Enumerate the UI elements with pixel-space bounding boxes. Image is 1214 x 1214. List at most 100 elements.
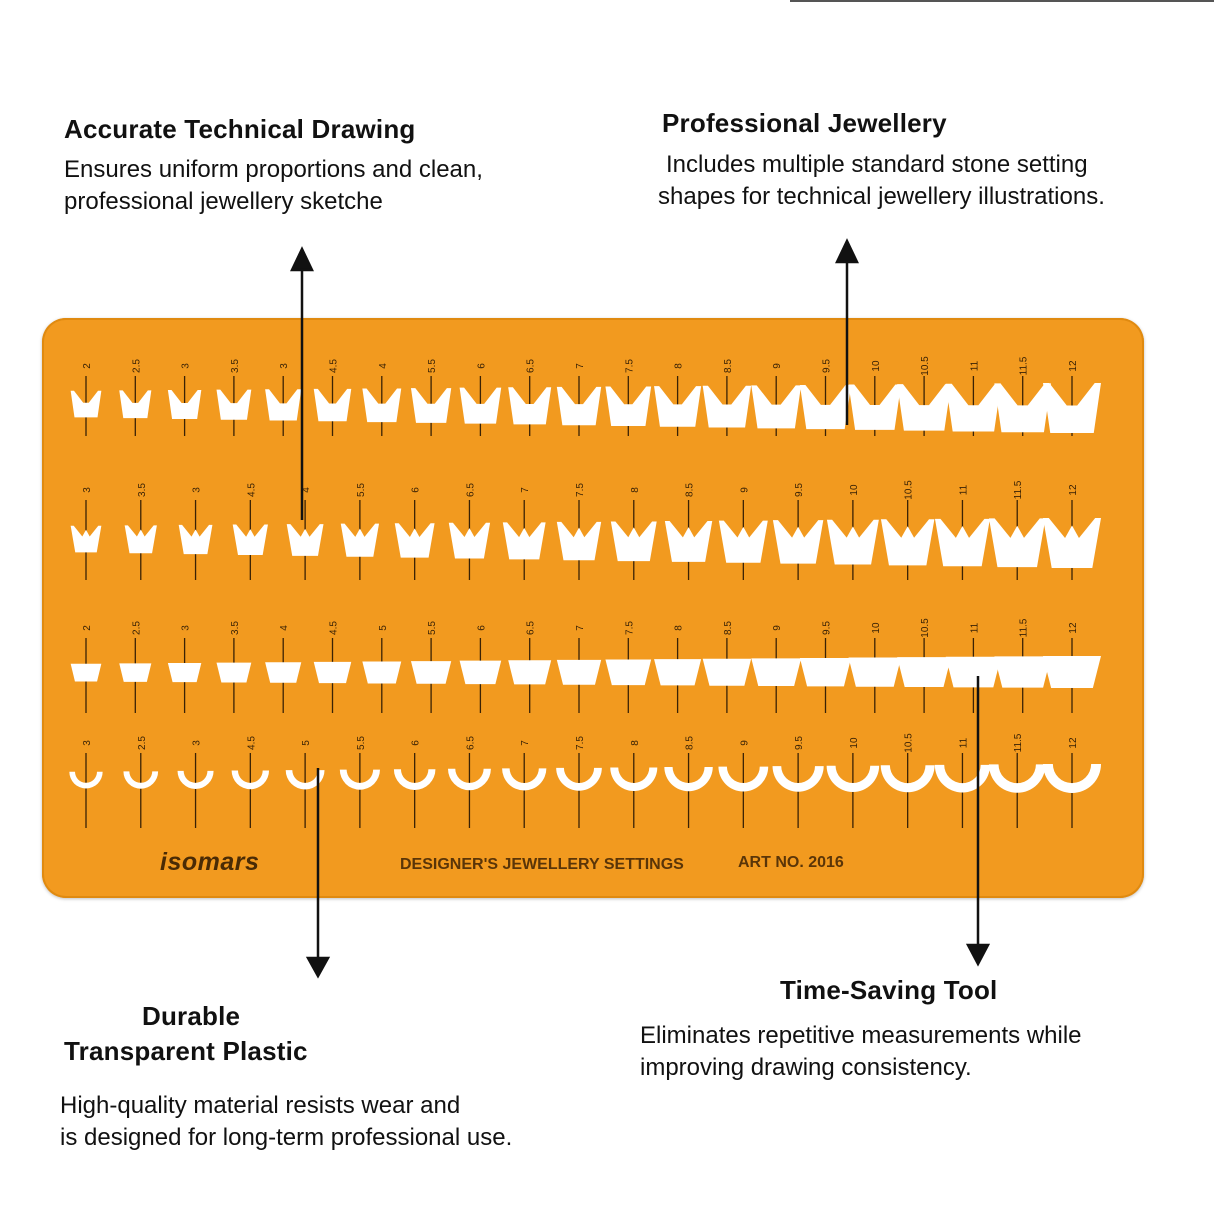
template-cutout	[70, 376, 102, 436]
template-cutout	[654, 638, 702, 713]
template-cutout	[119, 376, 152, 436]
template-cutout	[393, 753, 436, 828]
size-label: 9	[772, 625, 783, 631]
template-cutout	[556, 376, 602, 436]
size-label: 5.5	[427, 621, 438, 635]
template-cutout	[848, 376, 902, 436]
template-cutout	[988, 500, 1046, 580]
size-label: 7	[520, 740, 531, 746]
size-label: 7.5	[624, 621, 635, 635]
template-cutout	[394, 500, 435, 580]
arrowhead-down-icon	[305, 956, 331, 979]
feature-body-line: Includes multiple standard stone setting	[666, 151, 1088, 178]
size-label: 9	[739, 487, 750, 493]
template-cutout	[216, 376, 252, 436]
template-cutout	[339, 753, 380, 828]
template-cutout	[799, 638, 852, 713]
size-label: 3	[181, 625, 192, 631]
template-cutout	[718, 500, 768, 580]
size-label: 8	[674, 625, 685, 631]
template-cutout	[1043, 638, 1101, 713]
size-label: 5.5	[356, 736, 367, 750]
template-cutout	[286, 500, 324, 580]
size-label: 9.5	[794, 736, 805, 750]
feature-title-timesaving: Time-Saving Tool	[780, 975, 998, 1005]
template-cutout	[216, 638, 252, 713]
size-label: 10.5	[904, 480, 915, 500]
size-label: 3	[82, 487, 93, 493]
template-cutout	[502, 500, 546, 580]
size-label: 2.5	[131, 359, 142, 373]
size-label: 11	[969, 622, 980, 633]
size-label: 3	[181, 363, 192, 369]
size-label: 6.5	[465, 736, 476, 750]
template-cutout	[313, 638, 352, 713]
size-label: 11.5	[1019, 618, 1030, 637]
template-cutout	[410, 638, 452, 713]
template-cutout	[897, 376, 952, 436]
feature-body-line: High-quality material resists wear and	[60, 1092, 461, 1119]
template-cutout	[751, 376, 802, 436]
arrowhead-down-icon	[965, 943, 991, 967]
size-label: 6	[476, 625, 487, 631]
template-cutout	[880, 500, 935, 580]
size-label: 6.5	[526, 359, 537, 373]
size-label: 6	[476, 363, 487, 369]
size-label: 8	[630, 487, 641, 493]
size-label: 7	[575, 363, 586, 369]
size-label: 10	[849, 484, 860, 496]
size-label: 7.5	[624, 359, 635, 373]
template-cutout	[945, 638, 1002, 713]
size-label: 10	[849, 737, 860, 749]
size-label: 9	[739, 740, 750, 746]
size-label: 6.5	[465, 483, 476, 497]
size-label: 4.5	[246, 483, 257, 497]
size-label: 8	[674, 363, 685, 369]
feature-title-durable-line2: Transparent Plastic	[64, 1036, 308, 1066]
size-label: 2	[82, 363, 93, 369]
template-cutout	[605, 376, 652, 436]
size-label: 4	[378, 363, 389, 369]
brand-logo: isomars	[160, 848, 260, 876]
template-cutout	[448, 500, 491, 580]
template-cutout	[994, 638, 1052, 713]
template-cutout	[508, 638, 552, 713]
part-number: ART NO. 2016	[738, 854, 844, 871]
template-cutout	[718, 753, 769, 828]
size-label: 12	[1068, 622, 1079, 634]
size-label: 5.5	[427, 359, 438, 373]
feature-title-durable-line1: Durable	[142, 1001, 241, 1031]
feature-body-line: Eliminates repetitive measurements while	[640, 1022, 1082, 1049]
size-label: 3	[192, 487, 203, 493]
template-cutout	[751, 638, 802, 713]
template-cutout	[664, 753, 713, 828]
feature-body-accurate: Ensures uniform proportions and clean, p…	[64, 154, 483, 218]
template-cutout	[610, 500, 657, 580]
size-label: 4.5	[329, 359, 340, 373]
feature-body-timesaving: Eliminates repetitive measurements while…	[640, 1020, 1082, 1084]
size-label: 11.5	[1019, 356, 1030, 375]
size-label: 6	[411, 487, 422, 493]
size-label: 7.5	[575, 483, 586, 497]
arrowhead-up-icon	[290, 246, 314, 272]
template-cutout	[362, 638, 402, 713]
template-cutout	[934, 500, 990, 580]
feature-body-line: is designed for long-term professional u…	[60, 1124, 513, 1151]
template-cutout	[1043, 376, 1101, 436]
template-cutout	[232, 500, 268, 580]
size-label: 4.5	[246, 736, 257, 750]
template-cutout	[934, 753, 991, 828]
size-label: 4.5	[329, 621, 340, 635]
size-label: 2.5	[131, 621, 142, 635]
feature-body-line: professional jewellery sketche	[64, 188, 383, 215]
size-label: 3	[82, 740, 93, 746]
size-label: 3.5	[137, 483, 148, 497]
template-cutout	[556, 638, 602, 713]
template-cutout	[178, 500, 213, 580]
size-label: 5	[301, 740, 312, 746]
size-label: 3.5	[230, 359, 241, 373]
size-label: 11	[969, 360, 980, 371]
size-label: 12	[1068, 484, 1079, 496]
template-cutout	[988, 753, 1046, 828]
